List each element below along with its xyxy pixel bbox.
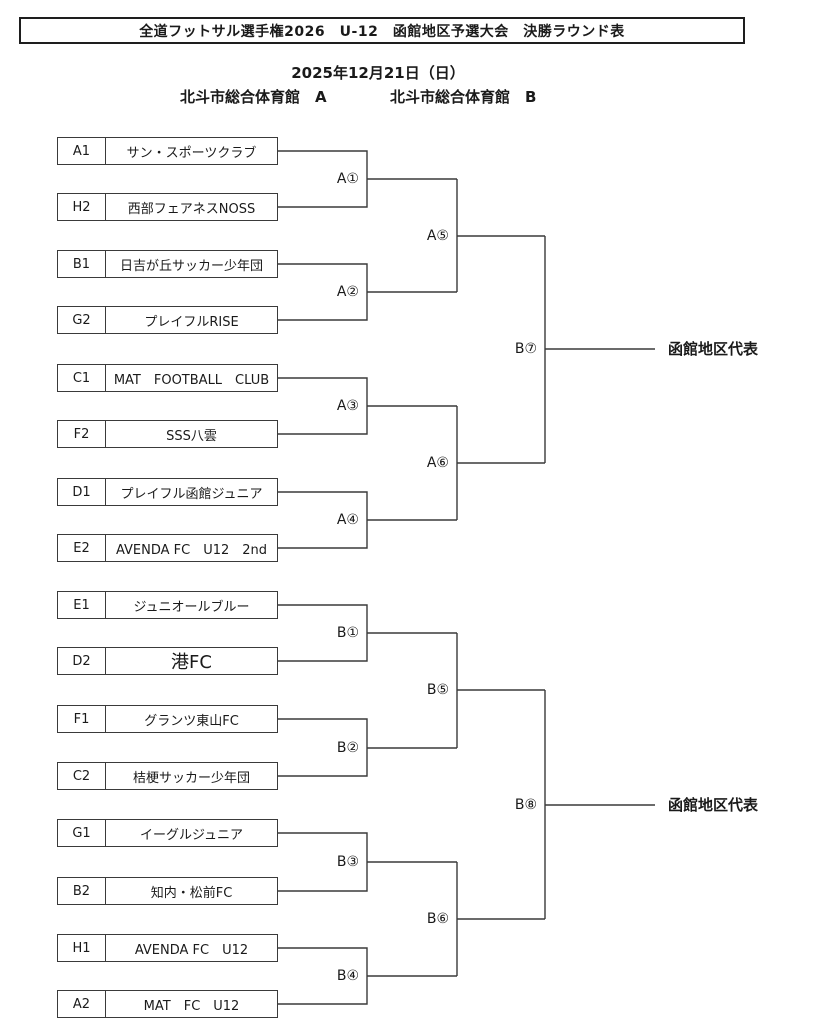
team-seed: C2 (58, 763, 106, 789)
match-label-b8: B⑧ (514, 797, 537, 813)
team-seed: F2 (58, 421, 106, 447)
team-seed: H2 (58, 194, 106, 220)
winner-label-top: 函館地区代表 (668, 340, 759, 358)
match-label-b5: B⑤ (426, 682, 449, 698)
page-title: 全道フットサル選手権2026 U-12 函館地区予選大会 決勝ラウンド表 (139, 23, 625, 40)
team-box-c2: C2 桔梗サッカー少年団 (57, 762, 278, 790)
team-name: イーグルジュニア (139, 827, 244, 843)
team-box-a1: A1 サン・スポーツクラブ (57, 137, 278, 165)
match-label-a4: A④ (336, 512, 359, 528)
team-name: 西部フェアネスNOSS (127, 201, 256, 217)
team-box-f1: F1 グランツ東山FC (57, 705, 278, 733)
team-seed: A1 (58, 138, 106, 164)
team-box-g2: G2 プレイフルRISE (57, 306, 278, 334)
match-label-b2: B② (336, 740, 359, 756)
team-box-b2: B2 知内・松前FC (57, 877, 278, 905)
team-name: AVENDA FC U12 (134, 942, 249, 958)
team-box-e1: E1 ジュニオールブルー (57, 591, 278, 619)
match-label-b3: B③ (336, 854, 359, 870)
match-label-a5: A⑤ (426, 228, 449, 244)
team-box-c1: C1 MAT FOOTBALL CLUB (57, 364, 278, 392)
match-label-b7: B⑦ (514, 341, 537, 357)
match-label-b6: B⑥ (426, 911, 449, 927)
team-name: サン・スポーツクラブ (126, 145, 257, 161)
team-name: 港FC (171, 652, 212, 673)
team-seed: E2 (58, 535, 106, 561)
match-label-a2: A② (336, 284, 359, 300)
team-seed: G2 (58, 307, 106, 333)
match-label-a1: A① (336, 171, 359, 187)
team-name: グランツ東山FC (144, 713, 239, 729)
event-date: 2025年12月21日（日） (291, 64, 465, 82)
team-seed: D2 (58, 648, 106, 674)
team-seed: B1 (58, 251, 106, 277)
match-label-b1: B① (336, 625, 359, 641)
team-seed: D1 (58, 479, 106, 505)
team-name: 桔梗サッカー少年団 (132, 770, 250, 786)
venue-b-label: 北斗市総合体育館 B (390, 88, 537, 106)
team-name: AVENDA FC U12 2nd (115, 542, 268, 558)
winner-label-bottom: 函館地区代表 (668, 796, 759, 814)
page-title-box: 全道フットサル選手権2026 U-12 函館地区予選大会 決勝ラウンド表 (19, 17, 745, 44)
team-name: 知内・松前FC (150, 885, 233, 901)
team-name: プレイフル函館ジュニア (120, 486, 263, 502)
team-box-b1: B1 日吉が丘サッカー少年団 (57, 250, 278, 278)
team-name: 日吉が丘サッカー少年団 (119, 258, 263, 274)
team-seed: F1 (58, 706, 106, 732)
team-seed: A2 (58, 991, 106, 1017)
team-box-a2: A2 MAT FC U12 (57, 990, 278, 1018)
match-label-a6: A⑥ (426, 455, 449, 471)
match-label-b4: B④ (336, 968, 359, 984)
team-seed: B2 (58, 878, 106, 904)
team-seed: C1 (58, 365, 106, 391)
team-seed: H1 (58, 935, 106, 961)
team-seed: E1 (58, 592, 106, 618)
team-box-h1: H1 AVENDA FC U12 (57, 934, 278, 962)
venue-a-label: 北斗市総合体育館 A (180, 88, 327, 106)
team-name: ジュニオールブルー (133, 599, 250, 615)
match-label-a3: A③ (336, 398, 359, 414)
team-box-e2: E2 AVENDA FC U12 2nd (57, 534, 278, 562)
team-name: SSS八雲 (166, 428, 217, 444)
team-name: MAT FOOTBALL CLUB (113, 372, 270, 388)
team-box-g1: G1 イーグルジュニア (57, 819, 278, 847)
team-box-h2: H2 西部フェアネスNOSS (57, 193, 278, 221)
team-name: MAT FC U12 (143, 998, 240, 1014)
team-box-d1: D1 プレイフル函館ジュニア (57, 478, 278, 506)
team-seed: G1 (58, 820, 106, 846)
team-box-d2: D2 港FC (57, 647, 278, 675)
team-box-f2: F2 SSS八雲 (57, 420, 278, 448)
team-name: プレイフルRISE (144, 314, 239, 330)
